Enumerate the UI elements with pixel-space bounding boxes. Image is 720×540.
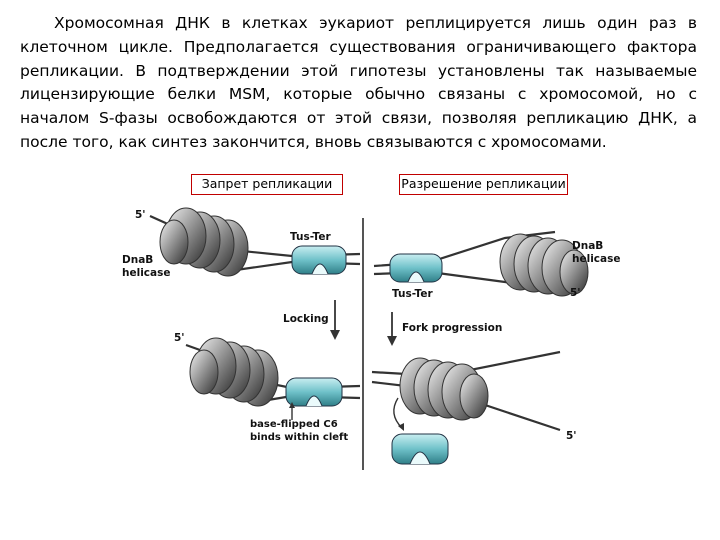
right-tus-ter-label: Tus-Ter [392, 288, 433, 300]
description-paragraph: Хромосомная ДНК в клетках эукариот репли… [20, 14, 697, 151]
tus-protein-icon [285, 377, 343, 407]
locking-label: Locking [283, 313, 329, 325]
tus-protein-icon [391, 433, 449, 465]
replication-block-label: Запрет репликации [191, 174, 343, 195]
curved-arrow-icon [398, 423, 404, 431]
left-bottom-scene: 5' base-flipped C6 binds within cleft [174, 332, 361, 443]
fork-progression-label: Fork progression [402, 322, 502, 334]
right-five-prime-bottom: 5' [566, 430, 577, 442]
left-helicase-label-1: DnaB [122, 254, 153, 266]
arrow-down-icon [387, 336, 397, 346]
dnab-helicase-icon [159, 207, 249, 277]
dnab-helicase-icon [399, 357, 489, 421]
left-five-prime-bottom: 5' [174, 332, 185, 344]
right-top-scene: DnaB helicase Tus-Ter 5' [373, 230, 620, 300]
fork-progression-step: Fork progression [387, 312, 502, 346]
left-tus-ter-label: Tus-Ter [290, 231, 331, 243]
right-bottom-scene: 5' [371, 350, 577, 465]
arrow-up-icon [289, 402, 295, 408]
replication-allow-label: Разрешение репликации [399, 174, 568, 195]
dnab-helicase-icon [499, 233, 589, 297]
right-helicase-label-1: DnaB [572, 240, 603, 252]
dnab-helicase-icon [189, 337, 279, 407]
locking-step: Locking [283, 300, 340, 340]
left-helicase-label-2: helicase [122, 267, 170, 279]
base-flipped-label-2: binds within cleft [250, 432, 348, 443]
right-helicase-label-2: helicase [572, 253, 620, 265]
base-flipped-label-1: base-flipped C6 [250, 419, 338, 430]
tus-protein-icon [389, 253, 443, 283]
left-five-prime-top: 5' [135, 209, 146, 221]
right-five-prime-top: 5' [570, 287, 581, 299]
tus-protein-icon [291, 245, 347, 275]
arrow-down-icon [330, 330, 340, 340]
left-top-scene: 5' DnaB helicase Tus-Ter [122, 207, 361, 279]
